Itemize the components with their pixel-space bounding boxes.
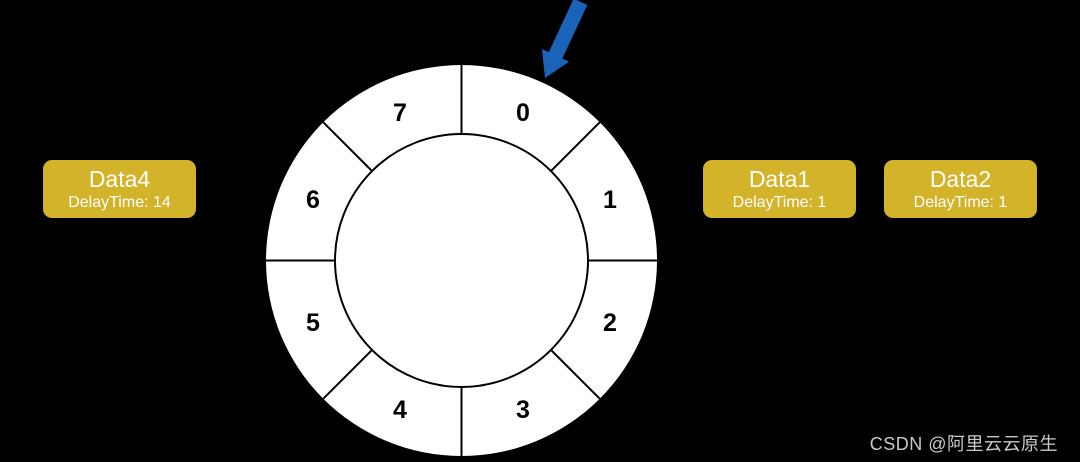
wheel-slot-label-1: 1 [603,186,617,214]
wheel-slot-label-5: 5 [306,309,320,337]
slot-divider [322,121,373,172]
task-delay-time: DelayTime: 1 [913,193,1008,211]
slot-divider [550,121,601,172]
task-card-data1: Data1 DelayTime: 1 [703,160,856,218]
wheel-slot-label-0: 0 [516,99,530,127]
pointer-arrow-shape [541,0,588,78]
task-card-data4: Data4 DelayTime: 14 [43,160,196,218]
wheel-slot-label-2: 2 [603,309,617,337]
wheel-inner-circle [334,133,589,388]
task-title: Data4 [88,165,151,192]
task-card-data2: Data2 DelayTime: 1 [884,160,1037,218]
pointer-arrow-icon [541,0,588,78]
wheel-slot-labels: 0 1 2 3 4 5 6 7 [306,99,617,424]
task-title: Data1 [748,165,811,192]
wheel-slot-label-7: 7 [393,99,407,127]
task-delay-time: DelayTime: 14 [68,193,171,211]
slot-divider [322,349,373,400]
wheel-slot-label-6: 6 [306,186,320,214]
wheel-slot-dividers [266,65,657,456]
wheel-slot-label-4: 4 [393,396,407,424]
wheel-slot-label-3: 3 [516,396,530,424]
slot-divider [550,349,601,400]
task-title: Data2 [929,165,992,192]
task-delay-time: DelayTime: 1 [732,193,827,211]
watermark: CSDN @阿里云云原生 [869,434,1058,454]
